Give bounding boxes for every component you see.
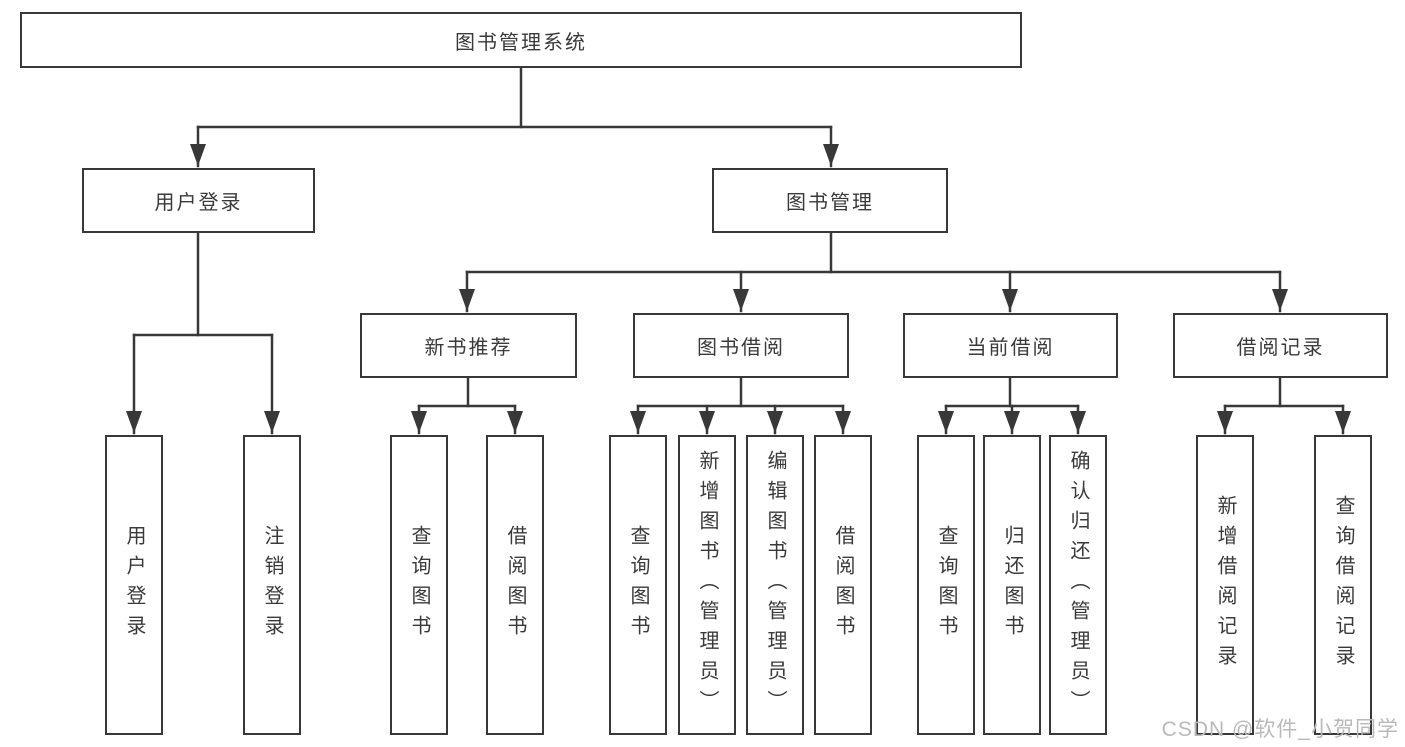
node-label: 新增图书（管理员） — [696, 450, 718, 720]
node-book-management: 图书管理 — [712, 168, 948, 233]
node-user-login-leaf: 用户登录 — [105, 435, 163, 735]
connector-current-borrow-children — [938, 376, 1086, 435]
connector-book-borrow-children — [630, 376, 851, 435]
node-borrow-books-recommend: 借阅图书 — [486, 435, 544, 735]
node-confirm-return-admin: 确认归还（管理员） — [1049, 435, 1107, 735]
csdn-watermark: CSDN @软件_小贺同学 — [1161, 718, 1399, 741]
node-label: 新增借阅记录 — [1214, 495, 1236, 675]
node-book-borrow: 图书借阅 — [633, 313, 849, 378]
node-query-books-recommend: 查询图书 — [390, 435, 448, 735]
node-logout: 注销登录 — [243, 435, 301, 735]
node-borrow-books: 借阅图书 — [814, 435, 872, 735]
connector-root-to-level2 — [190, 66, 839, 168]
connector-borrow-records-children — [1217, 376, 1351, 435]
node-label: 新书推荐 — [424, 337, 513, 359]
node-return-books: 归还图书 — [983, 435, 1041, 735]
node-label: 用户登录 — [154, 192, 243, 214]
node-new-book-recommend: 新书推荐 — [360, 313, 577, 378]
connector-new-book-children — [411, 376, 523, 435]
node-edit-book-admin: 编辑图书（管理员） — [746, 435, 804, 735]
node-root: 图书管理系统 — [20, 12, 1022, 68]
node-label: 查询图书 — [408, 525, 430, 645]
node-label: 借阅图书 — [832, 525, 854, 645]
node-user-login: 用户登录 — [82, 168, 315, 233]
node-label: 借阅图书 — [504, 525, 526, 645]
node-current-borrow: 当前借阅 — [903, 313, 1118, 378]
node-add-borrow-record: 新增借阅记录 — [1196, 435, 1254, 735]
node-label: 借阅记录 — [1236, 337, 1325, 359]
node-label: 图书管理系统 — [455, 31, 587, 54]
node-label: 注销登录 — [261, 525, 283, 645]
node-query-books-current: 查询图书 — [917, 435, 975, 735]
node-add-book-admin: 新增图书（管理员） — [678, 435, 736, 735]
node-label: 查询图书 — [935, 525, 957, 645]
node-label: 确认归还（管理员） — [1067, 450, 1089, 720]
node-query-books-borrow: 查询图书 — [609, 435, 667, 735]
node-label: 查询借阅记录 — [1332, 495, 1354, 675]
node-label: 用户登录 — [123, 525, 145, 645]
node-label: 编辑图书（管理员） — [764, 450, 786, 720]
node-query-borrow-record: 查询借阅记录 — [1314, 435, 1372, 735]
node-label: 图书借阅 — [697, 337, 785, 359]
node-label: 查询图书 — [627, 525, 649, 645]
connector-book-mgmt-children — [459, 231, 1288, 313]
node-label: 当前借阅 — [966, 337, 1055, 359]
node-label: 归还图书 — [1001, 525, 1023, 645]
node-label: 图书管理 — [786, 192, 874, 214]
node-borrow-records: 借阅记录 — [1173, 313, 1388, 378]
connector-user-login-children — [126, 231, 280, 435]
